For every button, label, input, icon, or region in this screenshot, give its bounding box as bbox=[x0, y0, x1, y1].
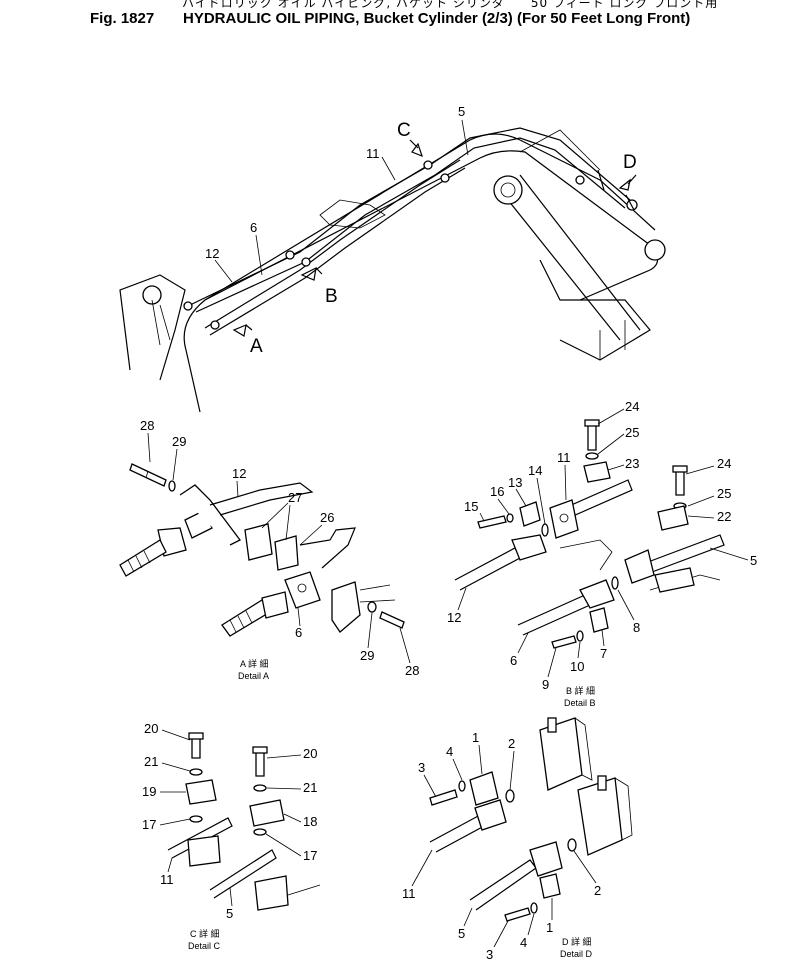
detail-b-part-9: 9 bbox=[542, 677, 549, 692]
detail-c-part-5: 5 bbox=[226, 906, 233, 921]
detail-d-caption-jp: D 詳 細 bbox=[562, 936, 592, 947]
detail-b-part-16: 16 bbox=[490, 484, 504, 499]
detail-c-part-20-right: 20 bbox=[303, 746, 317, 761]
detail-b-part-11: 11 bbox=[557, 450, 571, 465]
detail-d-part-3-upper: 3 bbox=[418, 760, 425, 775]
view-label-b: B bbox=[325, 286, 338, 307]
detail-a-part-28-lower: 28 bbox=[405, 663, 419, 678]
detail-a: 28 29 12 27 26 6 29 28 A 詳 細 Detail A bbox=[119, 418, 419, 681]
boom-overview: A B C D 5 11 6 12 bbox=[119, 104, 666, 413]
detail-b-part-24-lower: 24 bbox=[717, 456, 731, 471]
detail-c-part-20-left: 20 bbox=[144, 721, 158, 736]
detail-b-part-7: 7 bbox=[600, 646, 607, 661]
detail-d-part-1-lower: 1 bbox=[546, 920, 553, 935]
detail-c-part-11: 11 bbox=[160, 872, 174, 887]
detail-b-part-13: 13 bbox=[508, 475, 522, 490]
detail-b: 24 25 23 11 14 13 16 15 24 25 22 5 12 8 … bbox=[447, 399, 757, 708]
detail-a-part-29-upper: 29 bbox=[172, 434, 186, 449]
detail-b-part-5: 5 bbox=[750, 553, 757, 568]
detail-d-part-4-lower: 4 bbox=[520, 935, 527, 950]
view-label-a: A bbox=[250, 336, 263, 357]
detail-c-part-18: 18 bbox=[303, 814, 317, 829]
detail-c-part-21-right: 21 bbox=[303, 780, 317, 795]
detail-b-caption-jp: B 詳 細 bbox=[566, 685, 595, 696]
detail-b-part-12: 12 bbox=[447, 610, 461, 625]
figure-number: Fig. 1827 bbox=[90, 10, 155, 27]
detail-d: 4 1 3 2 11 5 2 1 4 3 D 詳 細 Detail D bbox=[402, 717, 633, 961]
overview-part-11: 11 bbox=[366, 146, 380, 161]
detail-b-part-24-upper: 24 bbox=[625, 399, 639, 414]
detail-d-part-3-lower: 3 bbox=[486, 947, 493, 961]
view-label-d: D bbox=[623, 152, 637, 173]
detail-d-part-5: 5 bbox=[458, 926, 465, 941]
detail-b-part-25-upper: 25 bbox=[625, 425, 639, 440]
view-label-c: C bbox=[397, 120, 411, 141]
detail-a-part-6: 6 bbox=[295, 625, 302, 640]
detail-d-part-4-upper: 4 bbox=[446, 744, 453, 759]
detail-a-part-12: 12 bbox=[232, 466, 246, 481]
detail-d-part-1-upper: 1 bbox=[472, 730, 479, 745]
detail-b-part-8: 8 bbox=[633, 620, 640, 635]
figure-title: HYDRAULIC OIL PIPING, Bucket Cylinder (2… bbox=[183, 10, 691, 27]
detail-d-part-2-lower: 2 bbox=[594, 883, 601, 898]
detail-b-part-15: 15 bbox=[464, 499, 478, 514]
detail-b-part-10: 10 bbox=[570, 659, 584, 674]
japanese-title: ハイドロリック オイル パイピング, バケット シリンダ 50 フィート ロング… bbox=[182, 0, 719, 10]
detail-a-caption-jp: A 詳 細 bbox=[240, 658, 269, 669]
detail-a-caption-en: Detail A bbox=[238, 671, 269, 681]
detail-a-part-26: 26 bbox=[320, 510, 334, 525]
detail-b-part-6: 6 bbox=[510, 653, 517, 668]
detail-c-part-17-left: 17 bbox=[142, 817, 156, 832]
detail-c: 20 21 19 17 11 20 21 18 17 5 C 詳 細 Detai… bbox=[142, 721, 321, 951]
title-block: ハイドロリック オイル パイピング, バケット シリンダ 50 フィート ロング… bbox=[78, 0, 778, 34]
detail-d-part-11: 11 bbox=[402, 886, 416, 901]
detail-a-part-29-lower: 29 bbox=[360, 648, 374, 663]
detail-c-caption-en: Detail C bbox=[188, 941, 221, 951]
detail-b-part-25-lower: 25 bbox=[717, 486, 731, 501]
detail-b-part-14: 14 bbox=[528, 463, 542, 478]
overview-part-12: 12 bbox=[205, 246, 219, 261]
detail-d-caption-en: Detail D bbox=[560, 949, 593, 959]
detail-b-part-22: 22 bbox=[717, 509, 731, 524]
detail-b-caption-en: Detail B bbox=[564, 698, 596, 708]
detail-d-part-2-upper: 2 bbox=[508, 736, 515, 751]
detail-a-part-28-upper: 28 bbox=[140, 418, 154, 433]
detail-c-part-21-left: 21 bbox=[144, 754, 158, 769]
detail-a-part-27: 27 bbox=[288, 490, 302, 505]
detail-c-caption-jp: C 詳 細 bbox=[190, 928, 220, 939]
detail-b-part-23: 23 bbox=[625, 456, 639, 471]
overview-part-5: 5 bbox=[458, 104, 465, 119]
overview-part-6: 6 bbox=[250, 220, 257, 235]
detail-c-part-17-right: 17 bbox=[303, 848, 317, 863]
detail-c-part-19: 19 bbox=[142, 784, 156, 799]
